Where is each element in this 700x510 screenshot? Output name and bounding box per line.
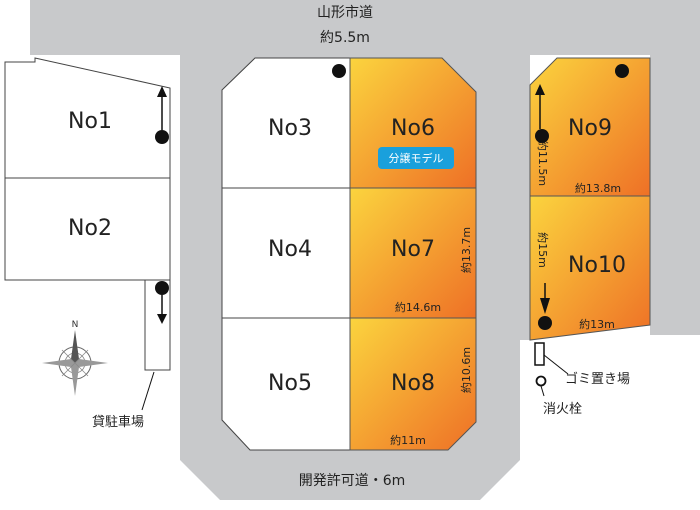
lot-no8[interactable] xyxy=(349,317,477,451)
bottom-road-name: 開発許可道・6m xyxy=(299,473,406,489)
arrowhead-no10 xyxy=(540,298,550,314)
arrowhead-parking xyxy=(157,314,167,324)
lot-label-no10: No10 xyxy=(568,253,626,278)
entry-dot-no10 xyxy=(538,316,552,330)
dim-no10-side: 約15m xyxy=(536,232,550,268)
lot-no5[interactable] xyxy=(221,317,351,451)
dim-no10-bottom: 約13m xyxy=(579,317,615,331)
lot-label-no4: No4 xyxy=(268,237,312,262)
lot-label-no9: No9 xyxy=(568,116,612,141)
lot-label-no7: No7 xyxy=(391,237,435,262)
lot-label-no3: No3 xyxy=(268,116,312,141)
lot-no7[interactable] xyxy=(349,187,477,319)
lot-no4[interactable] xyxy=(221,187,351,319)
dim-no8-bottom: 約11m xyxy=(390,433,426,447)
lot-label-no5: No5 xyxy=(268,371,312,396)
garbage-station-label: ゴミ置き場 xyxy=(565,371,630,387)
entry-dot-parking xyxy=(155,281,169,295)
dim-no9-bottom: 約13.8m xyxy=(575,181,621,195)
lot-label-no2: No2 xyxy=(68,216,112,241)
lot-no10[interactable] xyxy=(529,195,651,341)
parking-label: 貸駐車場 xyxy=(92,414,144,430)
top-road-width: 約5.5m xyxy=(320,30,370,46)
model-house-badge-text: 分譲モデル xyxy=(389,151,444,165)
garbage-station-symbol xyxy=(534,342,545,366)
garbage-leader xyxy=(543,354,569,375)
lot-label-no1: No1 xyxy=(68,109,112,134)
fire-hydrant-symbol xyxy=(535,375,547,387)
right-road xyxy=(650,55,700,335)
entry-dot-no1 xyxy=(155,130,169,144)
arrowhead-no1 xyxy=(157,86,167,97)
hydrant-leader xyxy=(540,385,545,397)
fire-hydrant-label: 消火栓 xyxy=(543,402,582,417)
dim-no9-side: 約11.5m xyxy=(536,140,550,186)
dim-no7-side: 約13.7m xyxy=(459,227,473,273)
top-road-name: 山形市道 xyxy=(317,4,373,21)
parking-lot xyxy=(144,279,171,371)
entry-dot-no9-top xyxy=(615,64,629,78)
lot-label-no6: No6 xyxy=(391,116,435,141)
model-house-badge xyxy=(378,147,454,169)
lot-label-no8: No8 xyxy=(391,371,435,396)
compass-icon xyxy=(42,330,108,396)
entry-dot-no3 xyxy=(332,64,346,78)
parking-leader xyxy=(141,371,155,411)
arrowhead-no9 xyxy=(535,84,545,95)
compass-north-label: N xyxy=(72,320,79,330)
dim-no8-side: 約10.6m xyxy=(459,347,473,393)
dim-no7-bottom: 約14.6m xyxy=(395,300,441,314)
entry-dot-no9-side xyxy=(535,129,549,143)
top-road xyxy=(30,0,700,55)
